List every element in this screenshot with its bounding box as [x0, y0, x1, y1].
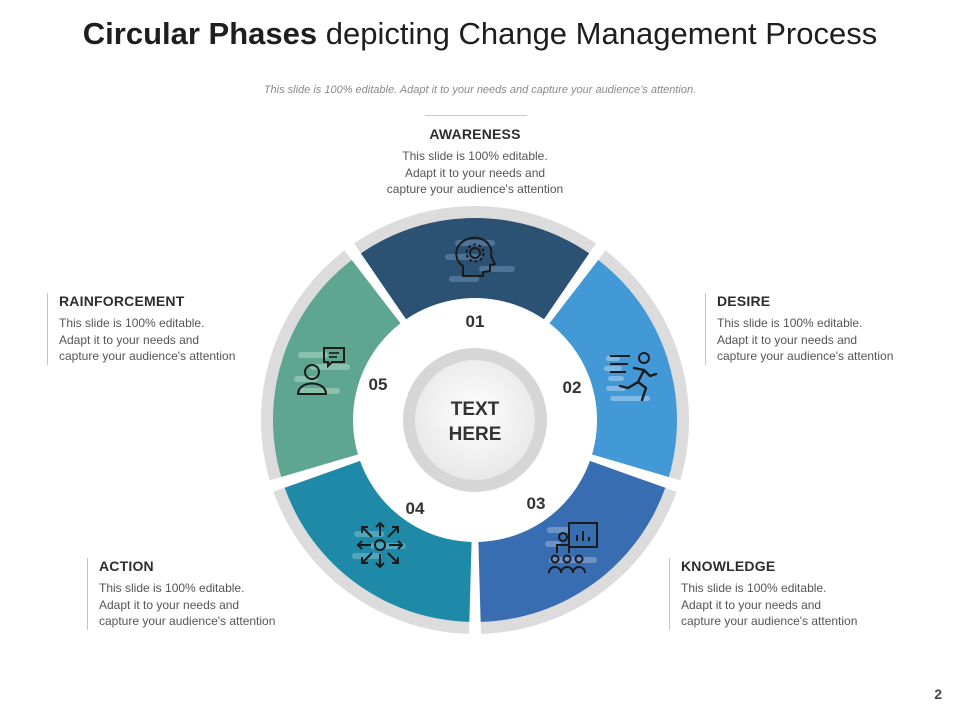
ring-border-01: [354, 205, 596, 259]
phase-heading: AWARENESS: [429, 126, 521, 142]
phase-heading: KNOWLEDGE: [681, 558, 776, 574]
center-disc: [415, 360, 535, 480]
divider-line: [425, 115, 527, 116]
phase-number-01: 01: [466, 312, 485, 331]
ring-border-05: [260, 250, 356, 481]
page-number: 2: [934, 686, 942, 702]
center-text-line-1: TEXT: [451, 399, 500, 420]
presentation-board-icon: [545, 522, 598, 574]
phase-rainforcement-text: RAINFORCEMENT This slide is 100% editabl…: [47, 293, 274, 365]
running-person-icon: [604, 352, 658, 402]
directions-arrows-icon: [352, 521, 406, 569]
description-line: This slide is 100% editable.: [402, 149, 548, 163]
phase-knowledge-text: KNOWLEDGE This slide is 100% editable. A…: [669, 558, 896, 630]
description-line: This slide is 100% editable.: [717, 316, 863, 330]
description-line: capture your audience's attention: [681, 614, 858, 628]
description-line: Adapt it to your needs and: [717, 332, 858, 347]
description-line: capture your audience's attention: [59, 349, 236, 363]
description-line: This slide is 100% editable.: [681, 581, 827, 595]
description-line: This slide is 100% editable.: [59, 316, 205, 330]
center-text-line-2: HERE: [449, 424, 502, 445]
title-rest: depicting Change Management Process: [317, 16, 878, 51]
description-line: Adapt it to your needs and: [99, 597, 240, 612]
phase-desire-text: DESIRE This slide is 100% editable. Adap…: [705, 293, 932, 365]
phase-segment-03: [477, 453, 666, 622]
phase-segment-04: [284, 453, 473, 622]
description-line: capture your audience's attention: [386, 182, 564, 196]
head-gear-icon: [445, 236, 515, 282]
phase-description: This slide is 100% editable. Adapt it to…: [681, 580, 896, 630]
phase-description: This slide is 100% editable. Adapt it to…: [59, 315, 274, 365]
person-chat-icon: [294, 347, 350, 395]
phase-description: This slide is 100% editable. Adapt it to…: [360, 148, 590, 198]
phase-action-text: ACTION This slide is 100% editable. Adap…: [87, 558, 314, 630]
description-line: capture your audience's attention: [99, 614, 276, 628]
slide-subtitle: This slide is 100% editable. Adapt it to…: [263, 84, 697, 96]
description-line: Adapt it to your needs and: [59, 332, 200, 347]
phase-heading: ACTION: [99, 558, 154, 574]
phase-heading: RAINFORCEMENT: [59, 293, 185, 309]
slide-title: Circular Phases depicting Change Managem…: [0, 16, 960, 52]
description-line: This slide is 100% editable.: [99, 581, 245, 595]
phase-description: This slide is 100% editable. Adapt it to…: [99, 580, 314, 630]
description-line: capture your audience's attention: [717, 349, 894, 363]
description-line: Adapt it to your needs and: [404, 165, 546, 180]
phase-number-04: 04: [406, 499, 425, 518]
description-line: Adapt it to your needs and: [681, 597, 822, 612]
phase-number-03: 03: [527, 494, 546, 513]
phase-awareness-text: AWARENESS This slide is 100% editable. A…: [360, 126, 590, 198]
phase-description: This slide is 100% editable. Adapt it to…: [717, 315, 932, 365]
ring-border-02: [594, 250, 689, 481]
phase-number-02: 02: [563, 378, 582, 397]
phase-heading: DESIRE: [717, 293, 771, 309]
phase-number-05: 05: [369, 375, 388, 394]
title-bold: Circular Phases: [82, 16, 318, 51]
